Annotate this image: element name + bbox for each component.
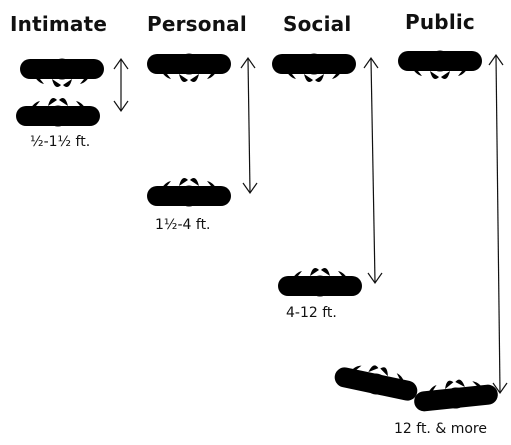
distance-label-personal: 1½-4 ft. bbox=[155, 217, 211, 233]
zone-title-personal: Personal bbox=[147, 12, 247, 36]
person-social-bottom bbox=[278, 268, 362, 297]
person-intimate-top bbox=[20, 58, 104, 87]
person-personal-bottom bbox=[147, 178, 231, 207]
distance-arrow-social bbox=[363, 56, 383, 285]
person-public-top bbox=[398, 50, 482, 79]
person-personal-top bbox=[147, 53, 231, 82]
distance-arrow-intimate bbox=[113, 57, 129, 113]
distance-label-public: 12 ft. & more bbox=[394, 421, 487, 437]
zone-title-intimate: Intimate bbox=[10, 12, 108, 36]
zone-title-public: Public bbox=[405, 10, 475, 34]
person-public-bottom-left bbox=[332, 357, 421, 404]
distance-arrow-personal bbox=[240, 56, 258, 195]
zone-title-social: Social bbox=[283, 12, 352, 36]
person-social-top bbox=[272, 53, 356, 82]
distance-label-social: 4-12 ft. bbox=[286, 305, 337, 321]
person-intimate-bottom bbox=[16, 98, 100, 127]
distance-label-intimate: ½-1½ ft. bbox=[30, 134, 91, 150]
distance-arrow-public bbox=[488, 53, 508, 395]
person-public-bottom-right bbox=[412, 375, 499, 413]
